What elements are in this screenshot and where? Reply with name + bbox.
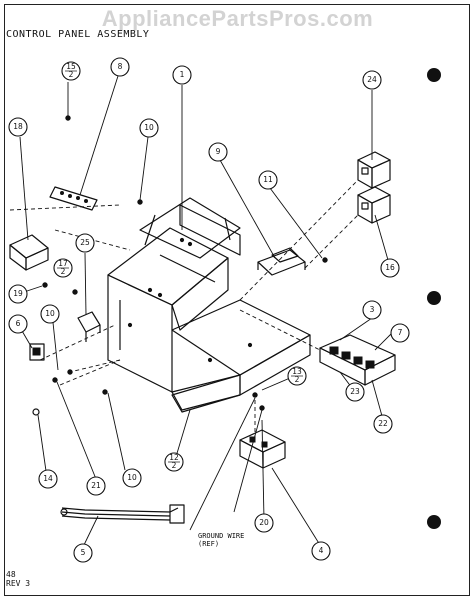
watermark: AppliancePartsPros.com xyxy=(101,6,374,31)
callout-18: 18 xyxy=(8,117,28,137)
binder-hole-bottom xyxy=(427,515,441,529)
callout-4: 4 xyxy=(311,541,331,561)
callout-1: 1 xyxy=(172,65,192,85)
svg-text:21: 21 xyxy=(91,481,101,490)
chassis-frame xyxy=(107,197,311,413)
callout-16: 16 xyxy=(380,258,400,278)
callout-15: 152 xyxy=(61,61,81,81)
svg-text:3: 3 xyxy=(370,305,375,314)
svg-text:15: 15 xyxy=(66,62,76,71)
svg-text:9: 9 xyxy=(216,147,221,156)
svg-text:18: 18 xyxy=(13,122,23,131)
svg-text:24: 24 xyxy=(367,75,377,84)
part-6-component xyxy=(29,343,45,361)
callout-5: 5 xyxy=(73,543,93,563)
svg-text:5: 5 xyxy=(81,548,86,557)
svg-text:25: 25 xyxy=(80,238,90,247)
callout-11: 11 xyxy=(258,170,278,190)
transformer-part xyxy=(257,247,306,276)
page-border xyxy=(4,4,470,596)
callout-7: 7 xyxy=(390,323,410,343)
callout-17: 172 xyxy=(53,258,73,278)
callout-14: 14 xyxy=(38,469,58,489)
svg-text:2: 2 xyxy=(295,375,300,384)
svg-text:4: 4 xyxy=(319,546,324,555)
relay-16 xyxy=(357,186,391,224)
svg-text:2: 2 xyxy=(172,461,177,470)
callout-10-top: 10 xyxy=(139,118,159,138)
callout-19: 19 xyxy=(8,284,28,304)
ground-wire-label: GROUND WIRE (REF) xyxy=(198,532,244,548)
footer-revision: 48 REV 3 xyxy=(6,570,30,588)
svg-text:2: 2 xyxy=(69,70,74,79)
svg-text:7: 7 xyxy=(398,328,403,337)
switch-25 xyxy=(77,311,101,342)
callout-22: 22 xyxy=(373,414,393,434)
callout-13: 132 xyxy=(287,366,307,386)
svg-text:23: 23 xyxy=(350,387,360,396)
callout-9: 9 xyxy=(208,142,228,162)
svg-text:10: 10 xyxy=(45,309,55,318)
ground-wire-line2: (REF) xyxy=(198,540,220,548)
ground-wire-line1: GROUND WIRE xyxy=(198,532,245,540)
svg-text:10: 10 xyxy=(144,123,154,132)
svg-text:2: 2 xyxy=(61,267,66,276)
callout-24: 24 xyxy=(362,70,382,90)
binder-hole-top xyxy=(427,68,441,82)
relay-24 xyxy=(357,151,391,189)
footer-page-number: 48 xyxy=(6,570,16,579)
binder-hole-middle xyxy=(427,291,441,305)
callout-20: 20 xyxy=(254,513,274,533)
svg-text:1: 1 xyxy=(180,70,185,79)
callout-21: 21 xyxy=(86,476,106,496)
leader-lines xyxy=(17,75,393,548)
svg-text:13: 13 xyxy=(292,367,302,376)
callout-23: 23 xyxy=(345,382,365,402)
callout-10-left: 10 xyxy=(40,304,60,324)
callout-6: 6 xyxy=(8,314,28,334)
callout-12: 122 xyxy=(164,452,184,472)
svg-text:8: 8 xyxy=(118,62,123,71)
switch-block xyxy=(319,334,396,386)
svg-text:20: 20 xyxy=(259,518,269,527)
svg-text:6: 6 xyxy=(16,319,21,328)
svg-text:11: 11 xyxy=(263,175,273,184)
svg-text:22: 22 xyxy=(378,419,388,428)
assembly-lines xyxy=(9,179,359,440)
callout-25: 25 xyxy=(75,233,95,253)
svg-text:16: 16 xyxy=(385,263,395,272)
screws xyxy=(32,115,328,416)
svg-text:12: 12 xyxy=(169,453,179,462)
terminal-strip xyxy=(49,186,98,211)
diagram-title: CONTROL PANEL ASSEMBLY xyxy=(6,29,150,40)
footer-rev: REV 3 xyxy=(6,579,31,588)
svg-text:10: 10 xyxy=(127,473,137,482)
wire-harness xyxy=(60,504,185,524)
callout-3: 3 xyxy=(362,300,382,320)
svg-text:14: 14 xyxy=(43,474,53,483)
callout-10-bottom: 10 xyxy=(122,468,142,488)
callout-8: 8 xyxy=(110,57,130,77)
svg-text:19: 19 xyxy=(13,289,23,298)
svg-text:17: 17 xyxy=(58,259,68,268)
bracket-part xyxy=(9,234,49,271)
